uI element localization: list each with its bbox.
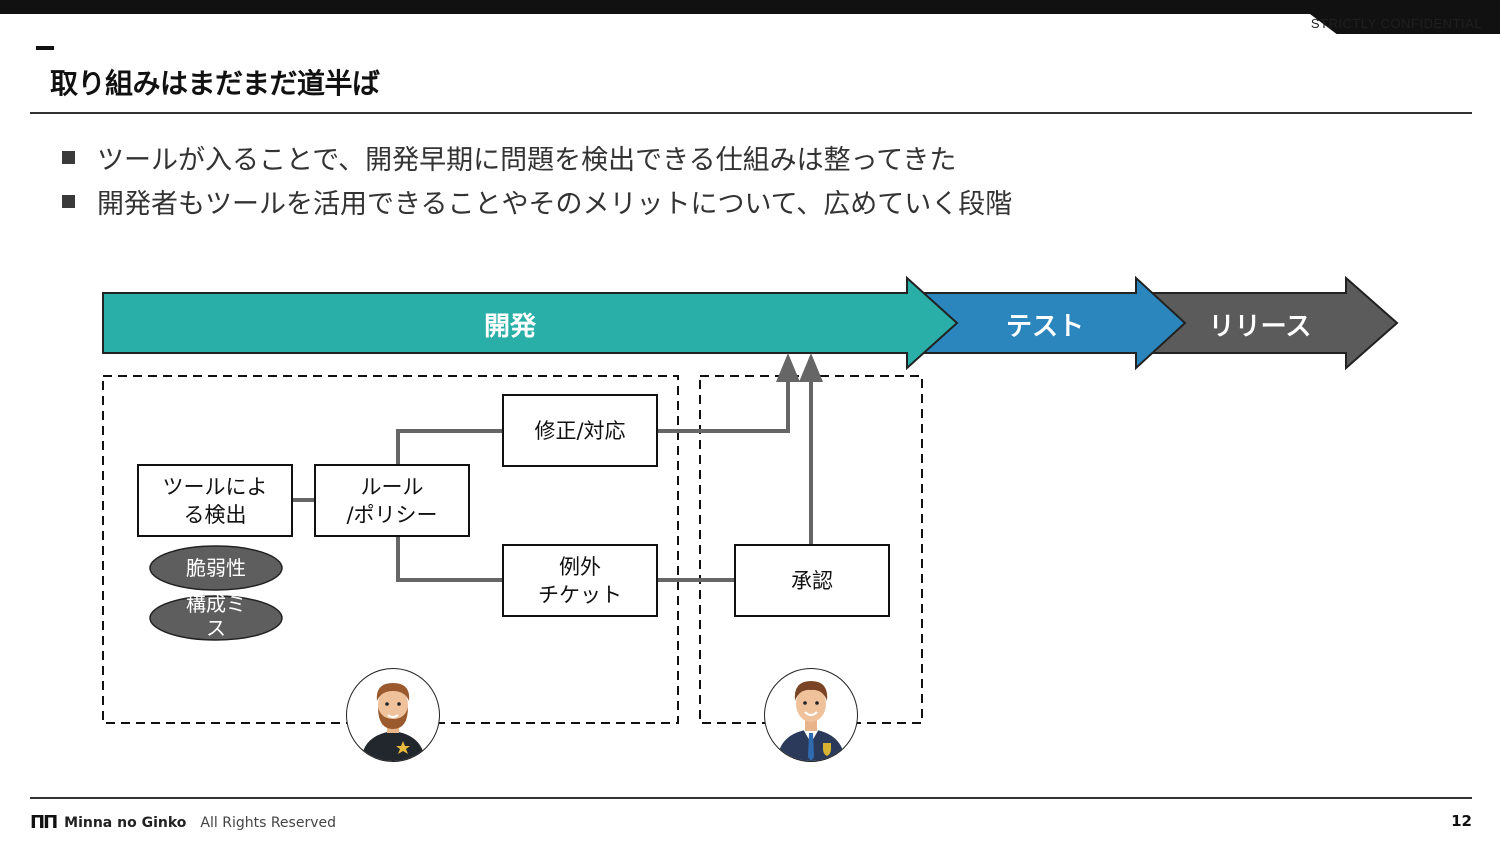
node-rules-line: ルール xyxy=(360,474,424,499)
approver-avatar xyxy=(764,668,858,762)
company-logo-icon: ΠΠ xyxy=(30,812,58,833)
issue-label-vulnerability: 脆弱性 xyxy=(186,556,246,580)
node-exception-box xyxy=(502,544,658,617)
confidential-label: STRICTLY CONFIDENTIAL xyxy=(1310,16,1482,31)
bullet-square-icon xyxy=(62,194,75,208)
title-divider xyxy=(30,112,1472,114)
node-detection-line: ツールによ xyxy=(162,474,268,499)
issue-label-misconfig-line: ス xyxy=(206,616,226,640)
phase-label-test: テスト xyxy=(1005,312,1084,342)
phase-arrow-development xyxy=(102,275,959,371)
copyright-text: All Rights Reserved xyxy=(200,814,336,831)
node-approval-box xyxy=(734,544,890,617)
node-exception-line: 例外 xyxy=(559,554,601,579)
bullet-text: ツールが入ることで、開発早期に問題を検出できる仕組みは整ってきた xyxy=(97,144,957,176)
node-fix: 修正/対応 xyxy=(534,418,626,443)
bullet-square-icon xyxy=(62,150,75,164)
developer-zone xyxy=(102,375,679,724)
phase-label-development: 開発 xyxy=(483,312,536,342)
developer-avatar xyxy=(346,668,440,762)
issue-oval-misconfig xyxy=(149,595,283,641)
bullet-text: 開発者もツールを活用できることやそのメリットについて、広めていく段階 xyxy=(97,188,1013,220)
bullet-item: 開発者もツールを活用できることやそのメリットについて、広めていく段階 xyxy=(62,179,1012,223)
arrowhead-approval xyxy=(799,353,823,382)
issue-label-misconfig: 構成ミ ス xyxy=(150,592,282,640)
node-detection-line: る検出 xyxy=(183,502,247,527)
node-detection: ツールによる検出 xyxy=(138,465,292,536)
node-approval: 承認 xyxy=(791,568,833,593)
brand-name: Minna no Ginko xyxy=(64,814,187,831)
node-exception-line: チケット xyxy=(538,582,622,607)
node-rules-box xyxy=(314,464,470,537)
top-bar xyxy=(0,0,1500,14)
node-fix-box xyxy=(502,394,658,467)
node-rules: ルール/ポリシー xyxy=(315,465,469,536)
title-accent-dash xyxy=(36,46,54,50)
connector-rules-fix xyxy=(396,429,503,465)
bullet-item: ツールが入ることで、開発早期に問題を検出できる仕組みは整ってきた xyxy=(62,135,1012,179)
footer-divider xyxy=(30,797,1472,799)
node-detection-box xyxy=(137,464,293,537)
developer-illustration-icon xyxy=(361,683,425,761)
footer: ΠΠ Minna no Ginko All Rights Reserved xyxy=(30,812,336,833)
phase-arrow-release xyxy=(1139,275,1399,371)
node-rules-line: /ポリシー xyxy=(346,502,438,527)
bullet-list: ツールが入ることで、開発早期に問題を検出できる仕組みは整ってきた 開発者もツール… xyxy=(62,135,1012,223)
connector-fix-dev xyxy=(657,378,790,433)
issue-label-misconfig-line: 構成ミ xyxy=(186,592,246,616)
confidential-tab xyxy=(1310,14,1500,34)
arrowhead-fix xyxy=(776,353,800,382)
page-number: 12 xyxy=(1451,812,1472,830)
page-title: 取り組みはまだまだ道半ば xyxy=(50,67,380,100)
issue-oval-vulnerability xyxy=(149,545,283,591)
approver-illustration-icon xyxy=(777,681,845,761)
node-exception: 例外チケット xyxy=(503,545,657,616)
connector-rules-exception xyxy=(396,536,503,582)
phase-label-release: リリース xyxy=(1208,312,1312,342)
phase-arrow-test xyxy=(909,275,1187,371)
